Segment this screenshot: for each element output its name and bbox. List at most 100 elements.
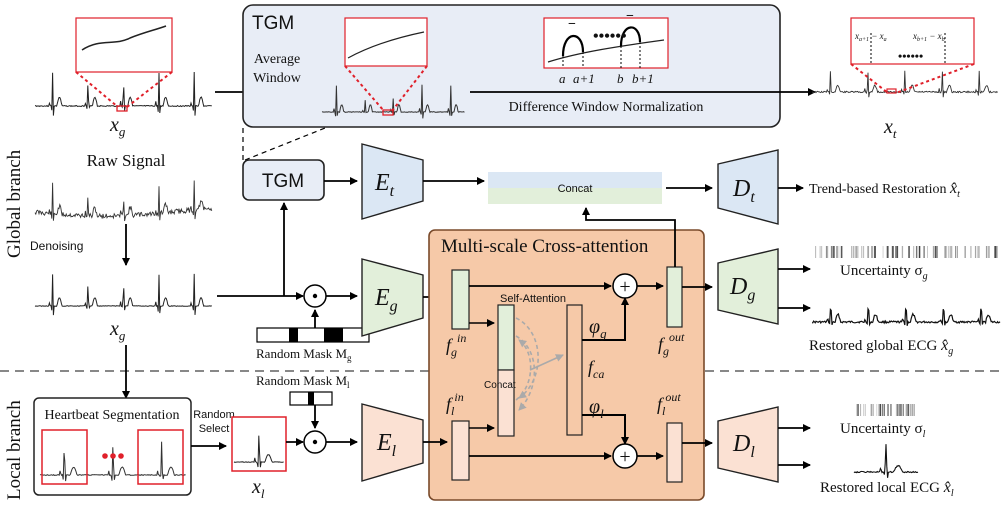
uncertainty-tick bbox=[996, 246, 998, 258]
uncertainty-tick bbox=[907, 404, 909, 416]
random-select-2: Select bbox=[199, 423, 230, 435]
uncertainty-tick bbox=[861, 246, 862, 258]
uncertainty-tick bbox=[839, 246, 841, 258]
uncertainty-tick bbox=[883, 404, 885, 416]
tick-a: a bbox=[559, 71, 566, 86]
uncertainty-tick bbox=[819, 246, 821, 258]
fl-in-block bbox=[451, 420, 470, 481]
raw-signal-label: Raw Signal bbox=[87, 151, 166, 170]
sa-concat-label: Concat bbox=[484, 380, 516, 391]
uncertainty-tick bbox=[914, 404, 915, 416]
seg-dots bbox=[102, 453, 124, 459]
uncertainty-tick bbox=[877, 404, 880, 416]
xt-label: xt bbox=[883, 116, 897, 141]
trend-ecg: •••••• bbox=[811, 17, 998, 98]
uncertainty-l-strip bbox=[856, 404, 915, 416]
uncertainty-tick bbox=[977, 246, 979, 258]
uncertainty-tick bbox=[870, 404, 872, 416]
uncertainty-tick bbox=[890, 404, 891, 416]
uncertainty-tick bbox=[820, 246, 823, 258]
random-mask-l-label: Random Mask Ml bbox=[256, 373, 350, 390]
raw-ecg-top bbox=[34, 17, 212, 116]
uncertainty-tick bbox=[826, 246, 828, 258]
minus-b: − bbox=[626, 9, 634, 24]
difference-window-inset: •••••• bbox=[543, 17, 669, 69]
decoder-t-label: Dt bbox=[732, 176, 755, 206]
tick-b: b bbox=[617, 71, 624, 86]
uncertainty-tick bbox=[996, 246, 997, 258]
uncertainty-tick bbox=[909, 404, 912, 416]
tgm-module-label: TGM bbox=[262, 171, 304, 192]
uncertainty-tick bbox=[988, 246, 990, 258]
uncertainty-tick bbox=[950, 246, 953, 258]
encoder-g bbox=[361, 258, 424, 337]
uncertainty-tick bbox=[887, 404, 889, 416]
uncertainty-tick bbox=[891, 404, 892, 416]
seg-box-right bbox=[137, 429, 184, 485]
uncertainty-tick bbox=[975, 246, 976, 258]
fg-out-block bbox=[666, 266, 683, 328]
uncertainty-tick bbox=[932, 246, 934, 258]
decoder-g-label: Dg bbox=[729, 274, 755, 304]
uncertainty-tick bbox=[994, 246, 996, 258]
uncertainty-tick bbox=[936, 246, 938, 258]
uncertainty-tick bbox=[815, 246, 817, 258]
denoising-label: Denoising bbox=[30, 239, 83, 253]
tgm-average-ecg bbox=[321, 17, 465, 119]
uncertainty-tick bbox=[903, 404, 904, 416]
uncertainty-tick bbox=[860, 404, 862, 416]
uncertainty-tick bbox=[978, 246, 980, 258]
uncertainty-g-label: Uncertainty σg bbox=[840, 263, 928, 282]
svg-text:••••••: •••••• bbox=[898, 49, 923, 63]
fl-out-label: flout bbox=[657, 390, 681, 418]
uncertainty-tick bbox=[879, 404, 881, 416]
uncertainty-tick bbox=[833, 246, 834, 258]
uncertainty-tick bbox=[895, 404, 897, 416]
clean-ecg bbox=[34, 273, 213, 316]
uncertainty-tick bbox=[892, 246, 894, 258]
concat-top-label: Concat bbox=[558, 183, 593, 195]
uncertainty-tick bbox=[856, 404, 858, 416]
uncertainty-tick bbox=[836, 246, 839, 258]
uncertainty-tick bbox=[956, 246, 958, 258]
sa-concat-top bbox=[497, 304, 515, 371]
decoder-l bbox=[717, 406, 779, 483]
uncertainty-tick bbox=[995, 246, 997, 258]
uncertainty-tick bbox=[857, 246, 859, 258]
uncertainty-tick bbox=[900, 404, 902, 416]
heartbeat-seg-ecg bbox=[39, 441, 186, 482]
uncertainty-tick bbox=[863, 404, 864, 416]
trend-restoration-label: Trend-based Restoration x̂t bbox=[809, 180, 960, 200]
restored-global-label: Restored global ECG x̂g bbox=[809, 337, 953, 357]
random-mask-global bbox=[256, 327, 370, 343]
restored-global-ecg bbox=[812, 306, 1001, 327]
restored-local-label: Restored local ECG x̂l bbox=[820, 479, 954, 499]
uncertainty-tick bbox=[923, 246, 924, 258]
encoder-l-label: El bbox=[376, 430, 397, 460]
oplus-local-sign: + bbox=[619, 446, 630, 468]
uncertainty-tick bbox=[909, 404, 911, 416]
uncertainty-tick bbox=[851, 246, 853, 258]
odot-local-dot bbox=[312, 439, 318, 445]
uncertainty-tick bbox=[864, 404, 866, 416]
phi-g-label: φg bbox=[589, 316, 607, 341]
uncertainty-tick bbox=[881, 404, 883, 416]
uncertainty-tick bbox=[964, 246, 966, 258]
decoder-l-label: Dl bbox=[732, 431, 755, 461]
uncertainty-tick bbox=[970, 246, 972, 258]
uncertainty-tick bbox=[872, 246, 874, 258]
uncertainty-tick bbox=[934, 246, 936, 258]
fl-in-label: flin bbox=[446, 390, 464, 418]
uncertainty-tick bbox=[874, 246, 876, 258]
tgm-module bbox=[242, 159, 325, 201]
encoder-t-label: Et bbox=[374, 170, 395, 200]
uncertainty-tick bbox=[836, 246, 837, 258]
tick-a1: a+1 bbox=[573, 71, 595, 86]
uncertainty-tick bbox=[912, 404, 914, 416]
uncertainty-tick bbox=[857, 404, 859, 416]
heartbeat-seg-label: Heartbeat Segmentation bbox=[45, 408, 180, 423]
uncertainty-tick bbox=[927, 246, 928, 258]
uncertainty-tick bbox=[826, 246, 829, 258]
odot-global-dot bbox=[312, 293, 318, 299]
